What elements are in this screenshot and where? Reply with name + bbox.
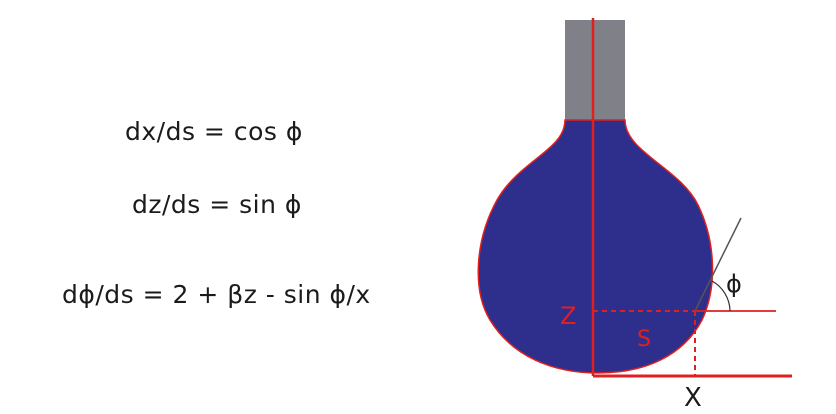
label-s: S xyxy=(637,327,651,352)
equation-dz-ds: dz/ds = sin ϕ xyxy=(132,190,302,219)
equation-dphi-ds: dϕ/ds = 2 + βz - sin ϕ/x xyxy=(62,280,371,309)
phi-angle-arc xyxy=(711,280,731,312)
young-laplace-equations: dx/ds = cos ϕ dz/ds = sin ϕ dϕ/ds = 2 + … xyxy=(62,117,371,309)
needle xyxy=(565,20,625,122)
drop-shape xyxy=(477,119,714,374)
label-x: X xyxy=(684,383,702,413)
tangent-line xyxy=(694,217,742,312)
equation-dx-ds: dx/ds = cos ϕ xyxy=(125,117,303,146)
label-phi: ϕ xyxy=(726,270,742,298)
label-z: Z xyxy=(560,302,576,330)
